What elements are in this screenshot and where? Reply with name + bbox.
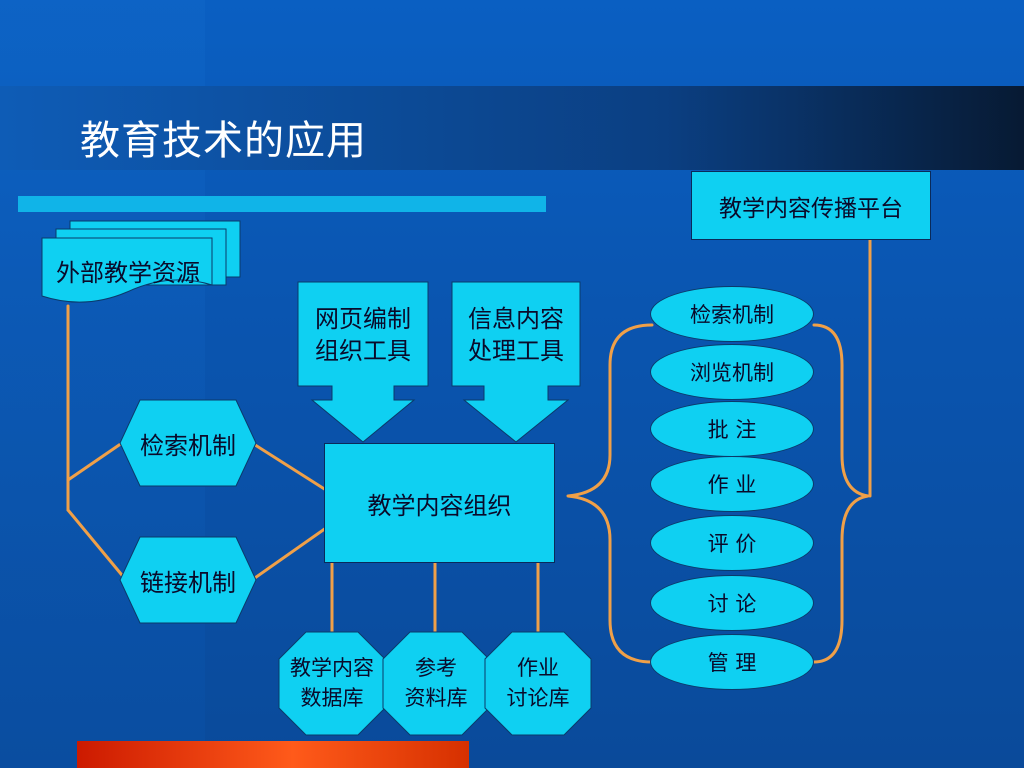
platform-item-homework: 作 业 (650, 456, 814, 512)
db-octagon-2 (382, 631, 490, 736)
db-3-line-2: 讨论库 (506, 686, 570, 710)
slide-title: 教育技术的应用 (80, 118, 367, 164)
db-octagon-1 (278, 631, 386, 736)
platform-box: 教学内容传播平台 (691, 171, 931, 240)
db-octagon-3 (484, 631, 592, 736)
line-to-link (66, 508, 128, 582)
db-1-line-1: 教学内容 (290, 656, 374, 680)
web-tool-line-1: 网页编制 (315, 305, 411, 333)
platform-item-discuss: 讨 论 (650, 575, 814, 631)
db-label-3: 作业 讨论库 (485, 648, 591, 718)
platform-item-annotate: 批 注 (650, 401, 814, 457)
info-tool-callout (451, 281, 581, 443)
db-3-line-1: 作业 (517, 656, 559, 680)
link-mechanism-label: 链接机制 (140, 568, 236, 597)
external-resources-stack (41, 220, 241, 303)
platform-item-manage: 管 理 (650, 634, 814, 690)
left-brace (566, 323, 654, 664)
connector-lines (66, 238, 872, 664)
platform-item-search: 检索机制 (650, 286, 814, 342)
web-tool-line-2: 组织工具 (315, 337, 411, 365)
title-band (0, 86, 1024, 170)
db-label-1: 教学内容 数据库 (279, 648, 385, 718)
search-to-center (250, 441, 328, 492)
web-tool-label: 网页编制 组织工具 (298, 300, 428, 370)
platform-item-browse: 浏览机制 (650, 344, 814, 400)
db-2-line-2: 资料库 (404, 686, 468, 710)
web-tool-callout (297, 281, 429, 443)
content-organization-box: 教学内容组织 (324, 443, 555, 563)
search-mechanism-hexagon (119, 399, 257, 487)
platform-item-evaluate: 评 价 (650, 515, 814, 571)
db-2-line-1: 参考 (415, 656, 457, 680)
link-to-center (250, 526, 328, 582)
info-tool-line-1: 信息内容 (468, 305, 564, 333)
info-tool-line-2: 处理工具 (468, 337, 564, 365)
external-resources-label: 外部教学资源 (56, 258, 200, 287)
line-to-search (66, 441, 124, 482)
bottom-bar (77, 741, 469, 768)
info-tool-label: 信息内容 处理工具 (452, 300, 580, 370)
search-mechanism-label: 检索机制 (140, 431, 236, 460)
link-mechanism-hexagon (119, 536, 257, 624)
accent-bar (18, 196, 546, 212)
db-1-line-2: 数据库 (300, 686, 364, 710)
right-brace (812, 323, 870, 664)
db-label-2: 参考 资料库 (383, 648, 489, 718)
